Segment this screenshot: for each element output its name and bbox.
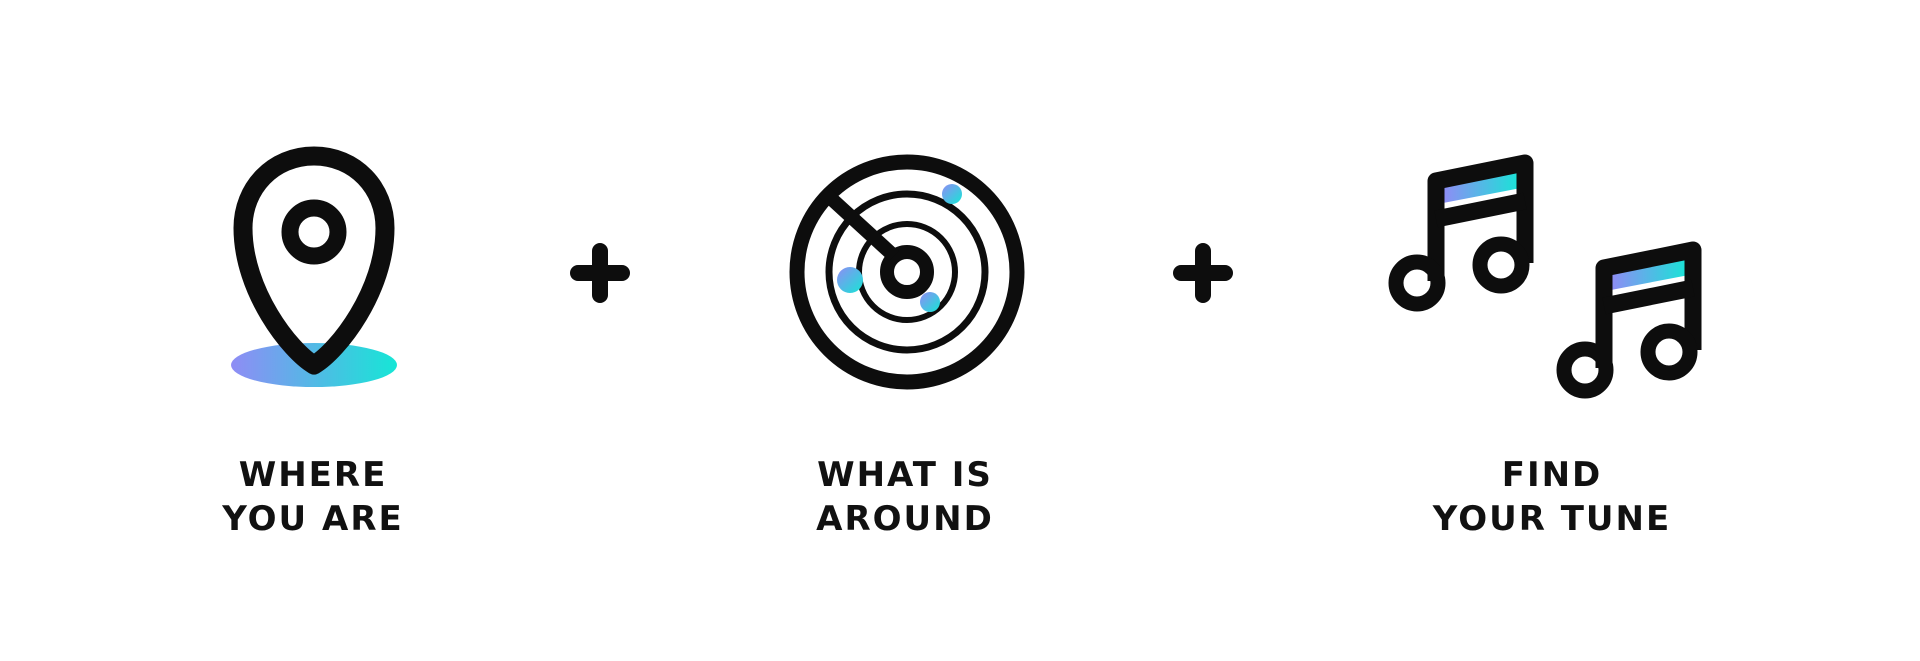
caption-line-2: YOUR TUNE <box>1432 499 1672 539</box>
radar-icon <box>789 154 1025 390</box>
plus-icon <box>1173 243 1233 303</box>
caption-line-1: FIND <box>1501 455 1603 495</box>
plus-icon <box>570 243 630 303</box>
music-notes-icon <box>1388 154 1702 399</box>
caption-line-1: WHERE <box>238 455 388 495</box>
caption-line-1: WHAT IS <box>817 455 993 495</box>
map-pin-icon <box>231 146 397 387</box>
feature-caption-what: WHAT IS AROUND <box>725 453 1085 541</box>
feature-caption-where: WHERE YOU ARE <box>133 453 493 541</box>
caption-line-2: YOU ARE <box>222 499 404 539</box>
feature-caption-find: FIND YOUR TUNE <box>1372 453 1732 541</box>
caption-line-2: AROUND <box>816 499 994 539</box>
